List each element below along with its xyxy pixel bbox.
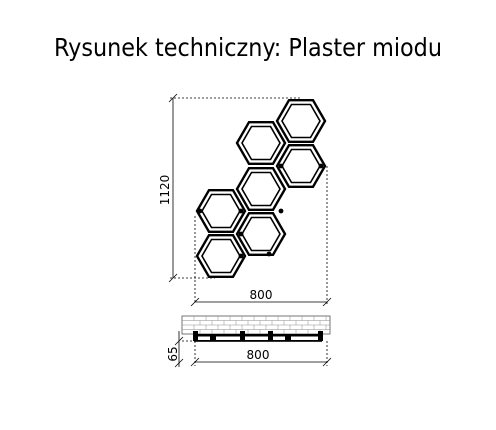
hexagon-7 [195,233,247,278]
height-dimension: 1120 [158,93,178,283]
front-view: 1120 800 [158,93,332,307]
mounting-point [278,208,284,214]
hexagon-5 [195,188,247,234]
depth-dimension: 65 [166,331,184,368]
mounting-point [238,208,244,214]
hexagon-4 [235,166,287,212]
mounting-point [278,163,284,169]
drawing-title: Rysunek techniczny: Plaster miodu [54,33,442,62]
mounting-point [238,253,244,259]
panel-section [193,331,323,342]
top-width-dimension-label: 800 [247,348,270,362]
mounting-point [197,208,203,214]
top-view: 800 65 [166,315,332,368]
mounting-point [266,251,272,257]
hexagon-2 [235,120,287,166]
hexagon-3 [275,143,327,189]
width-dimension-label: 800 [250,288,273,302]
honeycomb-hexagons [195,98,327,278]
hexagon-6 [235,211,287,257]
height-dimension-label: 1120 [158,175,172,206]
depth-dimension-label: 65 [166,346,180,361]
mounting-point [318,163,324,169]
mounting-point [238,231,244,237]
hexagon-1 [275,98,327,144]
width-dimension: 800 [190,288,332,307]
top-width-dimension: 800 [190,348,332,367]
